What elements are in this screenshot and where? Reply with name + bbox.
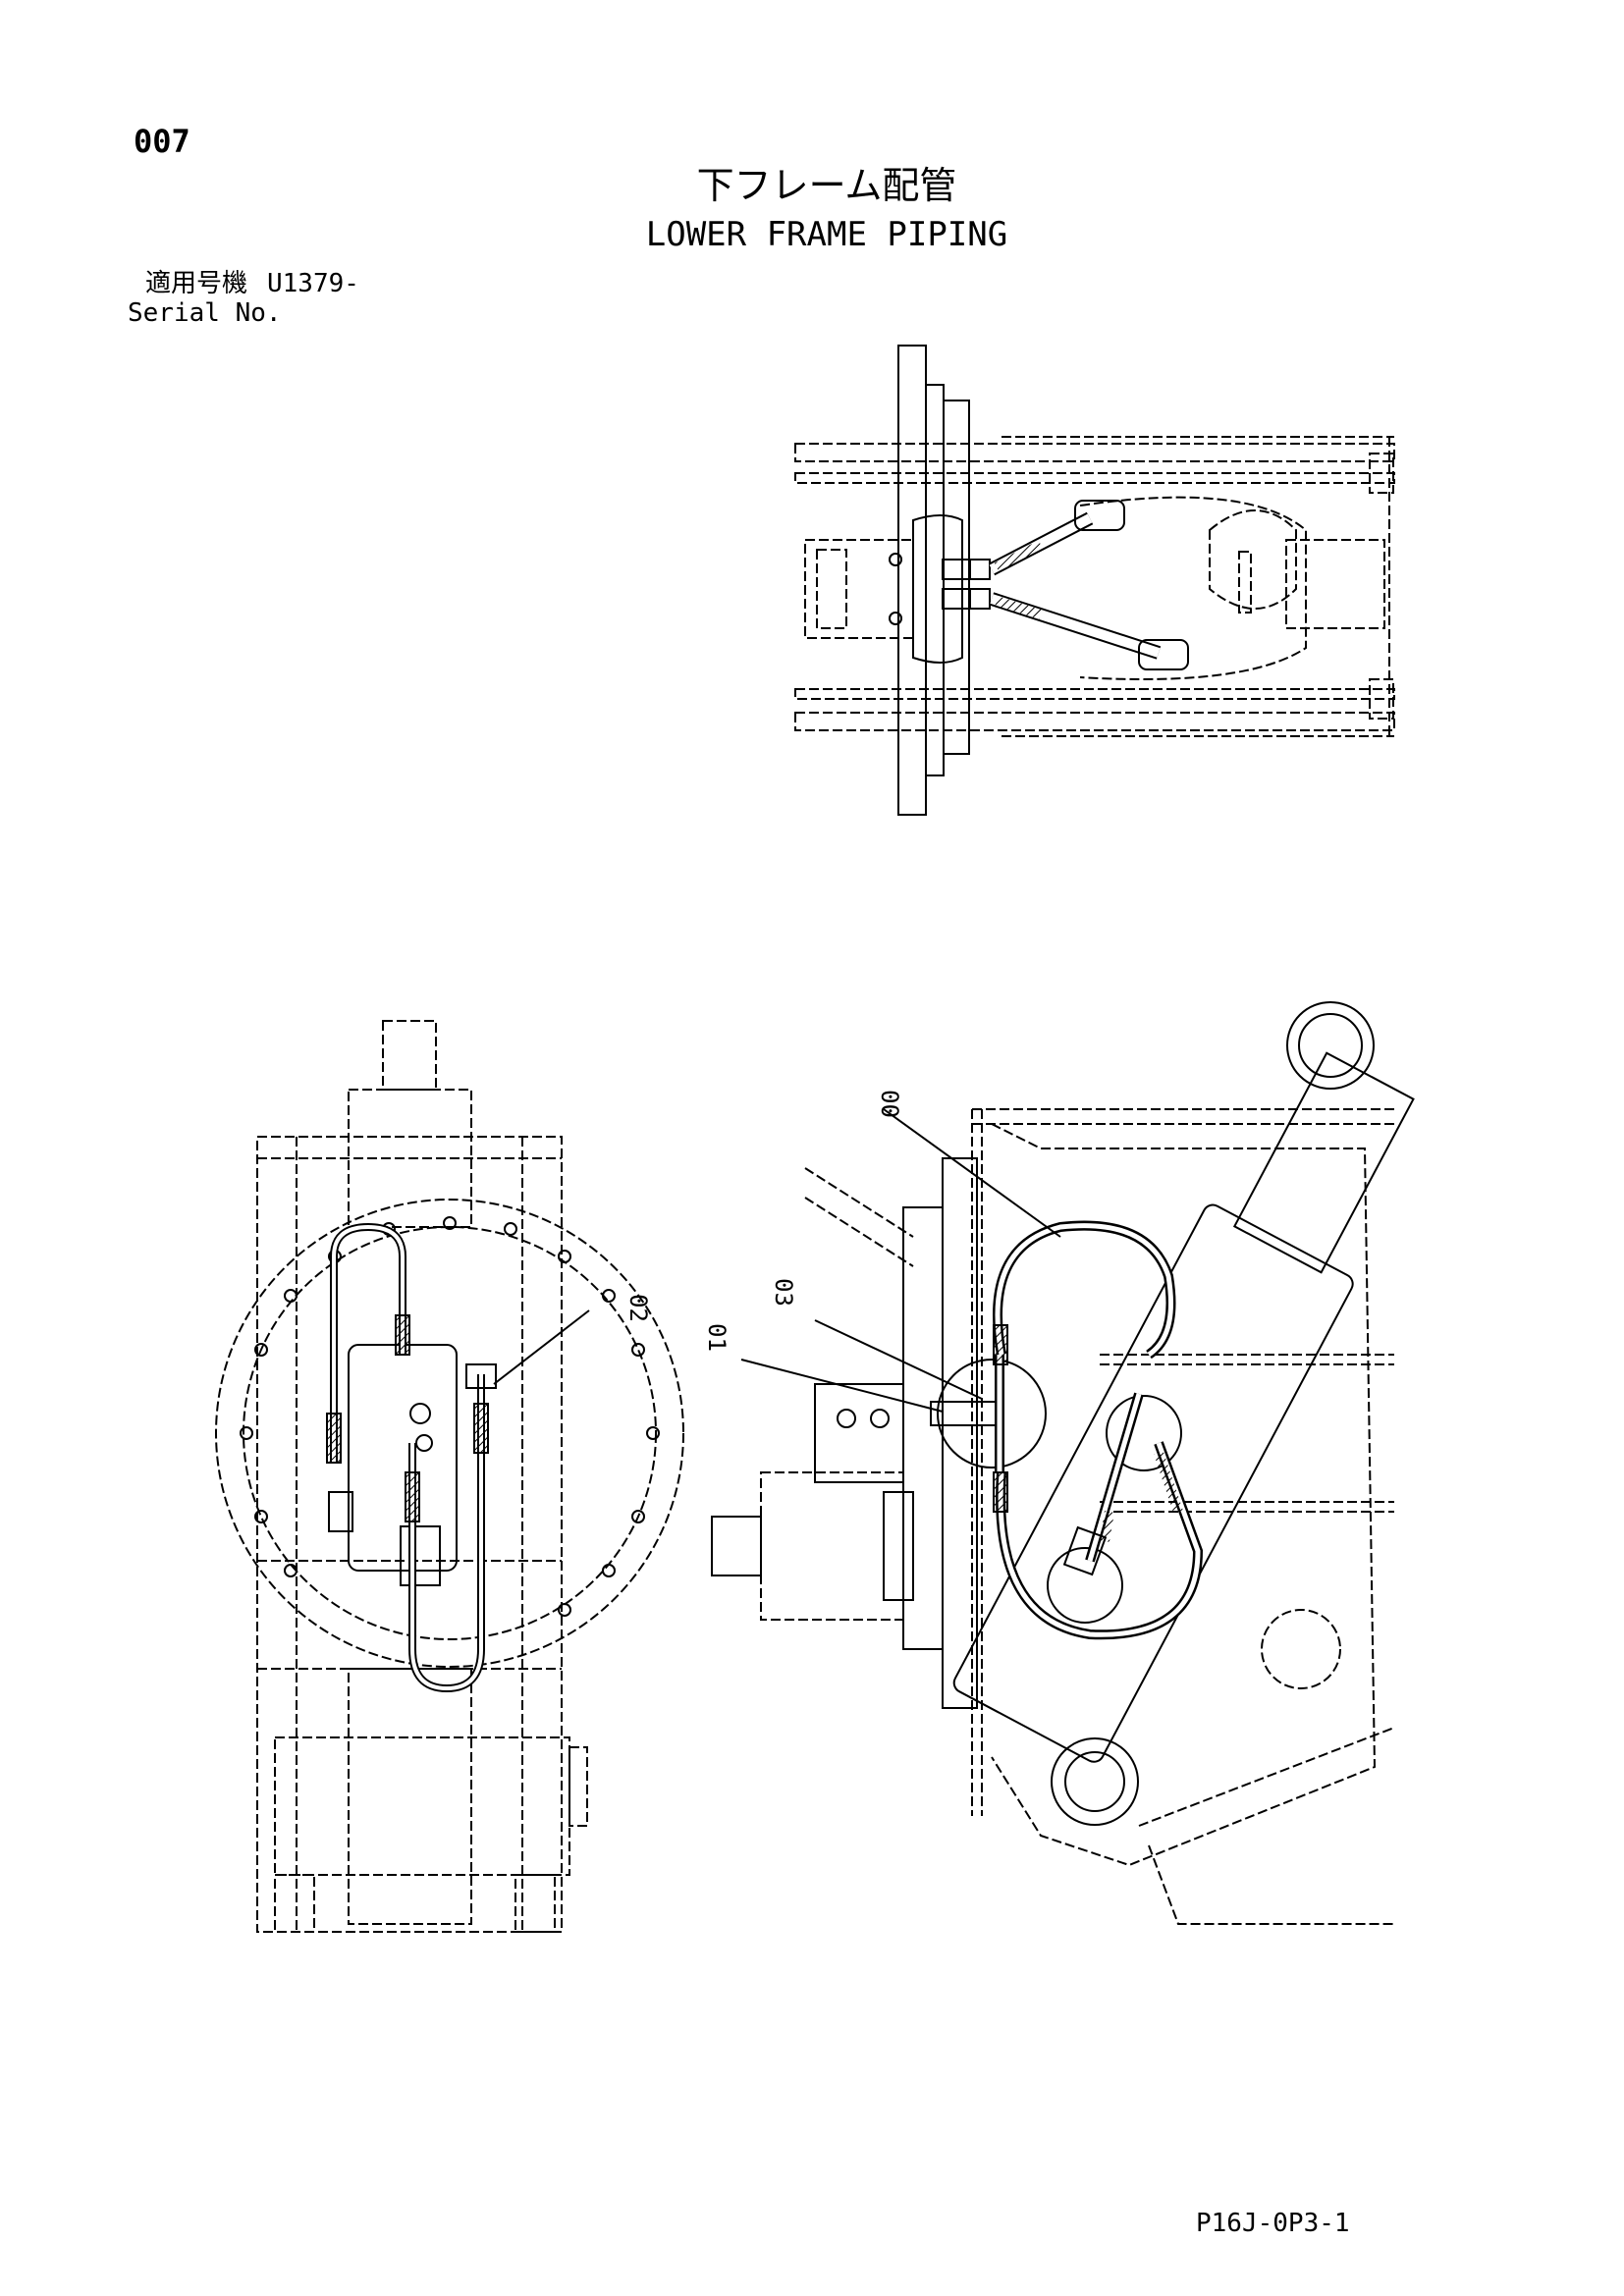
front-view: [215, 1020, 684, 1933]
callout-03: 03: [770, 1278, 797, 1307]
callout-02: 02: [624, 1294, 652, 1322]
title-english: LOWER FRAME PIPING: [645, 215, 1008, 254]
callout-00: 00: [876, 1090, 903, 1118]
serial-label-english: Serial No.: [128, 298, 282, 328]
title-japanese: 下フレーム配管: [696, 164, 957, 207]
top-view: [794, 345, 1395, 816]
serial-value: U1379-: [267, 269, 359, 298]
page-number: 007: [134, 123, 190, 160]
callouts: [493, 1108, 1061, 1413]
bolt-circle: [240, 1216, 660, 1617]
serial-label-japanese: 適用号機: [145, 269, 248, 298]
side-view: [711, 1001, 1415, 1925]
callout-01: 01: [703, 1323, 731, 1352]
document-code: P16J-0P3-1: [1196, 2209, 1350, 2238]
